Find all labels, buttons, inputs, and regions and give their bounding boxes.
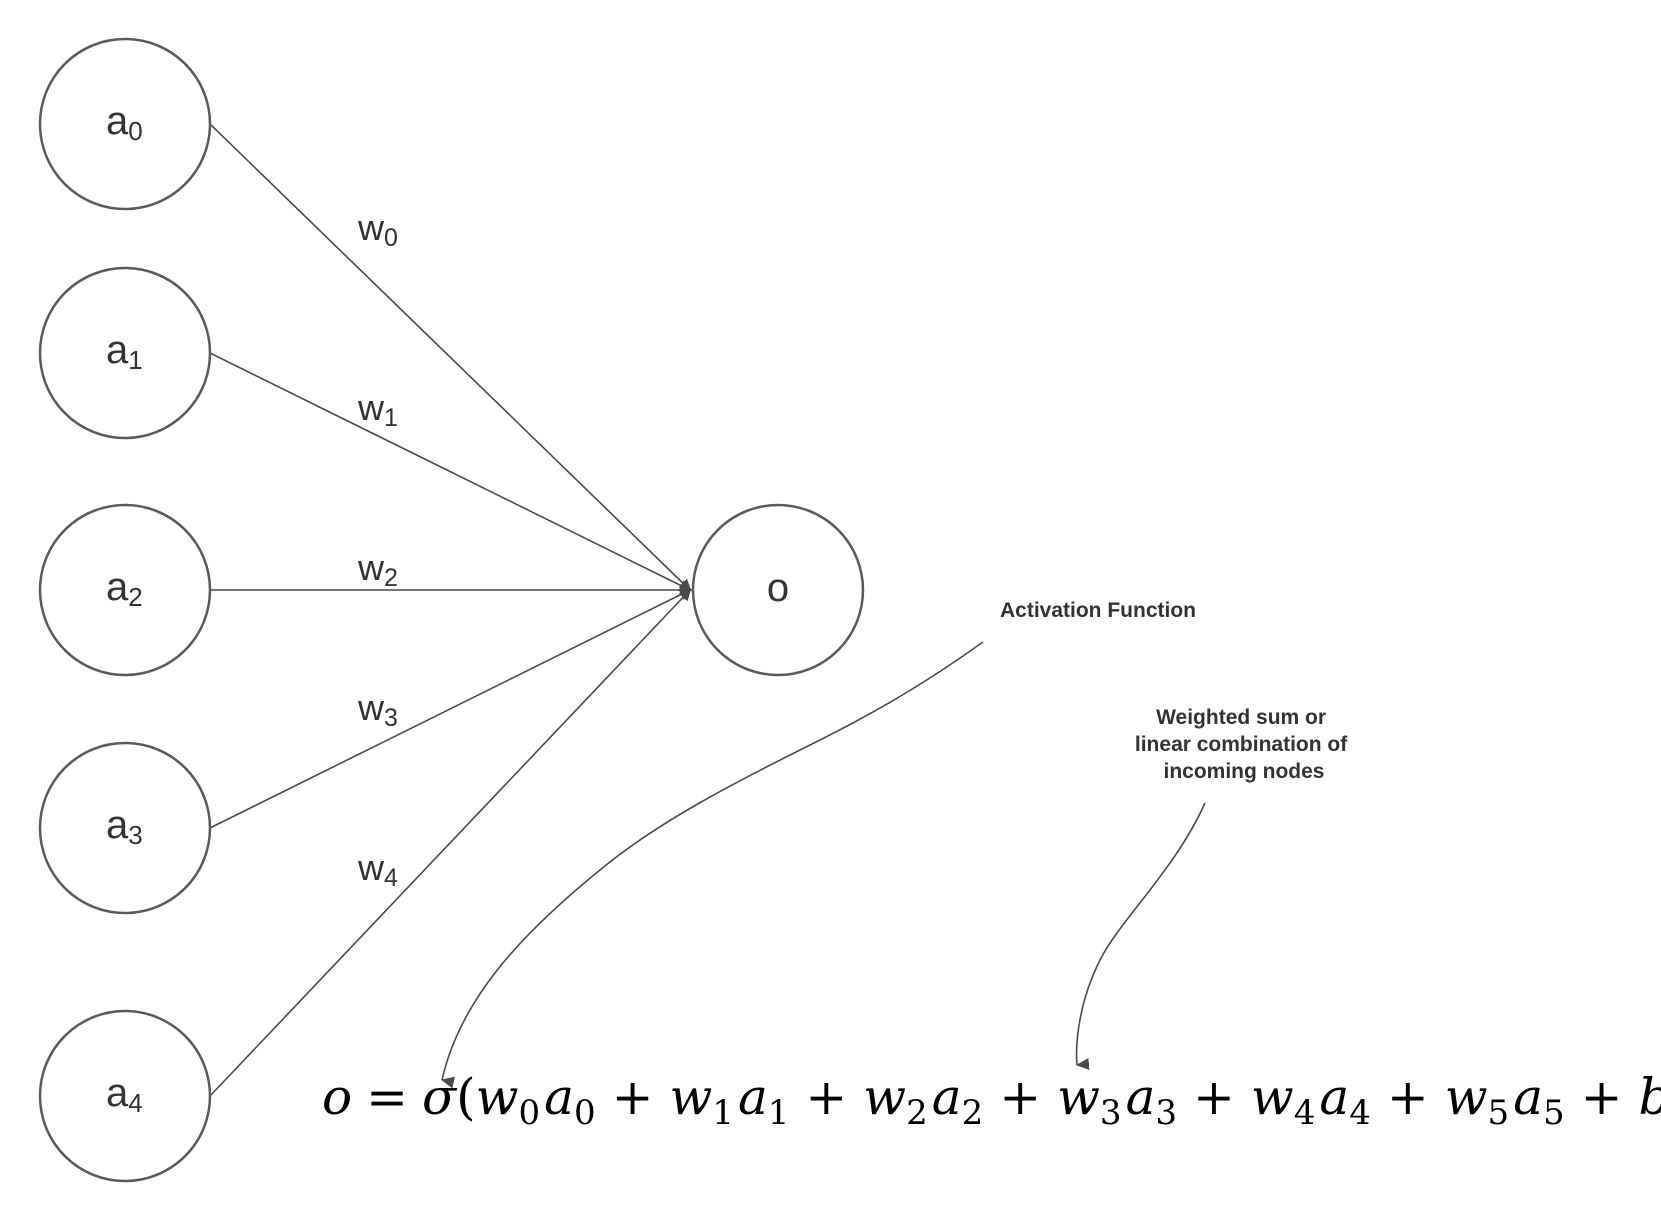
formula-term-2-w: w [863, 1068, 906, 1126]
edge-a3-o [209, 589, 692, 829]
input-node-a3: a3 [38, 741, 212, 915]
node-a0-sub: 0 [128, 116, 142, 146]
weight-label-w3: w3 [357, 687, 398, 732]
output-node: o [691, 503, 865, 677]
formula-term-1-asub: 1 [768, 1093, 790, 1133]
formula-term-4-a: a [1319, 1068, 1349, 1126]
formula-term-1-a: a [738, 1068, 768, 1126]
weighted-sum-arrow [1075, 802, 1206, 1071]
formula-output: o [322, 1068, 352, 1126]
input-node-a0: a0 [38, 37, 212, 211]
formula-term-1-w: w [669, 1068, 712, 1126]
formula-term-4-asub: 4 [1349, 1093, 1371, 1133]
formula-term-0-w: w [476, 1068, 519, 1126]
formula-term-2-a: a [932, 1068, 962, 1126]
formula-plus-1: + [612, 1068, 654, 1126]
edge-a1-o [209, 352, 692, 591]
input-node-a4: a4 [38, 1009, 212, 1183]
weighted-sum-note: Weighted sum or linear combination of in… [1135, 706, 1353, 783]
weight-label-w4: w4 [357, 847, 398, 892]
formula-equals: = [366, 1068, 408, 1126]
edges [209, 123, 692, 1097]
svg-text:a0: a0 [106, 99, 143, 146]
node-a3-base: a [106, 803, 129, 847]
weight-label-w1: w1 [357, 387, 398, 432]
formula-plus-6: + [1581, 1068, 1623, 1126]
formula-term-5-a: a [1513, 1068, 1543, 1126]
activation-function-note: Activation Function [1000, 599, 1196, 622]
svg-text:a2: a2 [106, 565, 143, 612]
formula-term-0-a: a [544, 1068, 574, 1126]
node-a1-sub: 1 [128, 345, 142, 375]
activation-arrow [441, 641, 984, 1089]
node-a1-base: a [106, 328, 129, 372]
formula-bias: b [1639, 1068, 1661, 1126]
formula-term-3-asub: 3 [1155, 1093, 1177, 1133]
formula-term-5-w: w [1445, 1068, 1488, 1126]
weight-label-w0: w0 [357, 207, 398, 252]
formula-plus-3: + [999, 1068, 1041, 1126]
node-a2-sub: 2 [128, 582, 142, 612]
node-a2-base: a [106, 565, 129, 609]
formula-term-3-w: w [1057, 1068, 1100, 1126]
node-a3-sub: 3 [128, 820, 142, 850]
svg-text:a4: a4 [106, 1071, 143, 1118]
input-node-a2: a2 [38, 503, 212, 677]
weight-label-w2: w2 [357, 547, 398, 592]
node-a4-base: a [106, 1071, 129, 1115]
svg-text:a1: a1 [106, 328, 143, 375]
formula-open-paren: ( [456, 1068, 476, 1126]
formula-term-0-wsub: 0 [518, 1093, 540, 1133]
formula-term-2-asub: 2 [962, 1093, 984, 1133]
formula-plus-4: + [1193, 1068, 1235, 1126]
formula-term-3-wsub: 3 [1100, 1093, 1122, 1133]
edge-a0-o [209, 123, 692, 592]
formula-term-0-asub: 0 [574, 1093, 596, 1133]
output-formula: o=σ(w0a0+w1a1+w2a2+w3a3+w4a4+w5a5+b) [322, 1068, 1661, 1133]
node-a0-base: a [106, 99, 129, 143]
formula-term-5-asub: 5 [1543, 1093, 1565, 1133]
formula-term-4-w: w [1251, 1068, 1294, 1126]
formula-term-5-wsub: 5 [1488, 1093, 1510, 1133]
edge-a4-o [209, 588, 692, 1097]
svg-text:a3: a3 [106, 803, 143, 850]
formula-term-1-wsub: 1 [712, 1093, 734, 1133]
formula-plus-5: + [1387, 1068, 1429, 1126]
formula-plus-2: + [805, 1068, 847, 1126]
output-node-label: o [767, 566, 789, 610]
formula-term-3-a: a [1126, 1068, 1156, 1126]
node-a4-sub: 4 [128, 1088, 142, 1118]
formula-term-2-wsub: 2 [906, 1093, 928, 1133]
formula-term-4-wsub: 4 [1294, 1093, 1316, 1133]
input-node-a1: a1 [38, 266, 212, 440]
formula-sigma: σ [422, 1068, 458, 1126]
